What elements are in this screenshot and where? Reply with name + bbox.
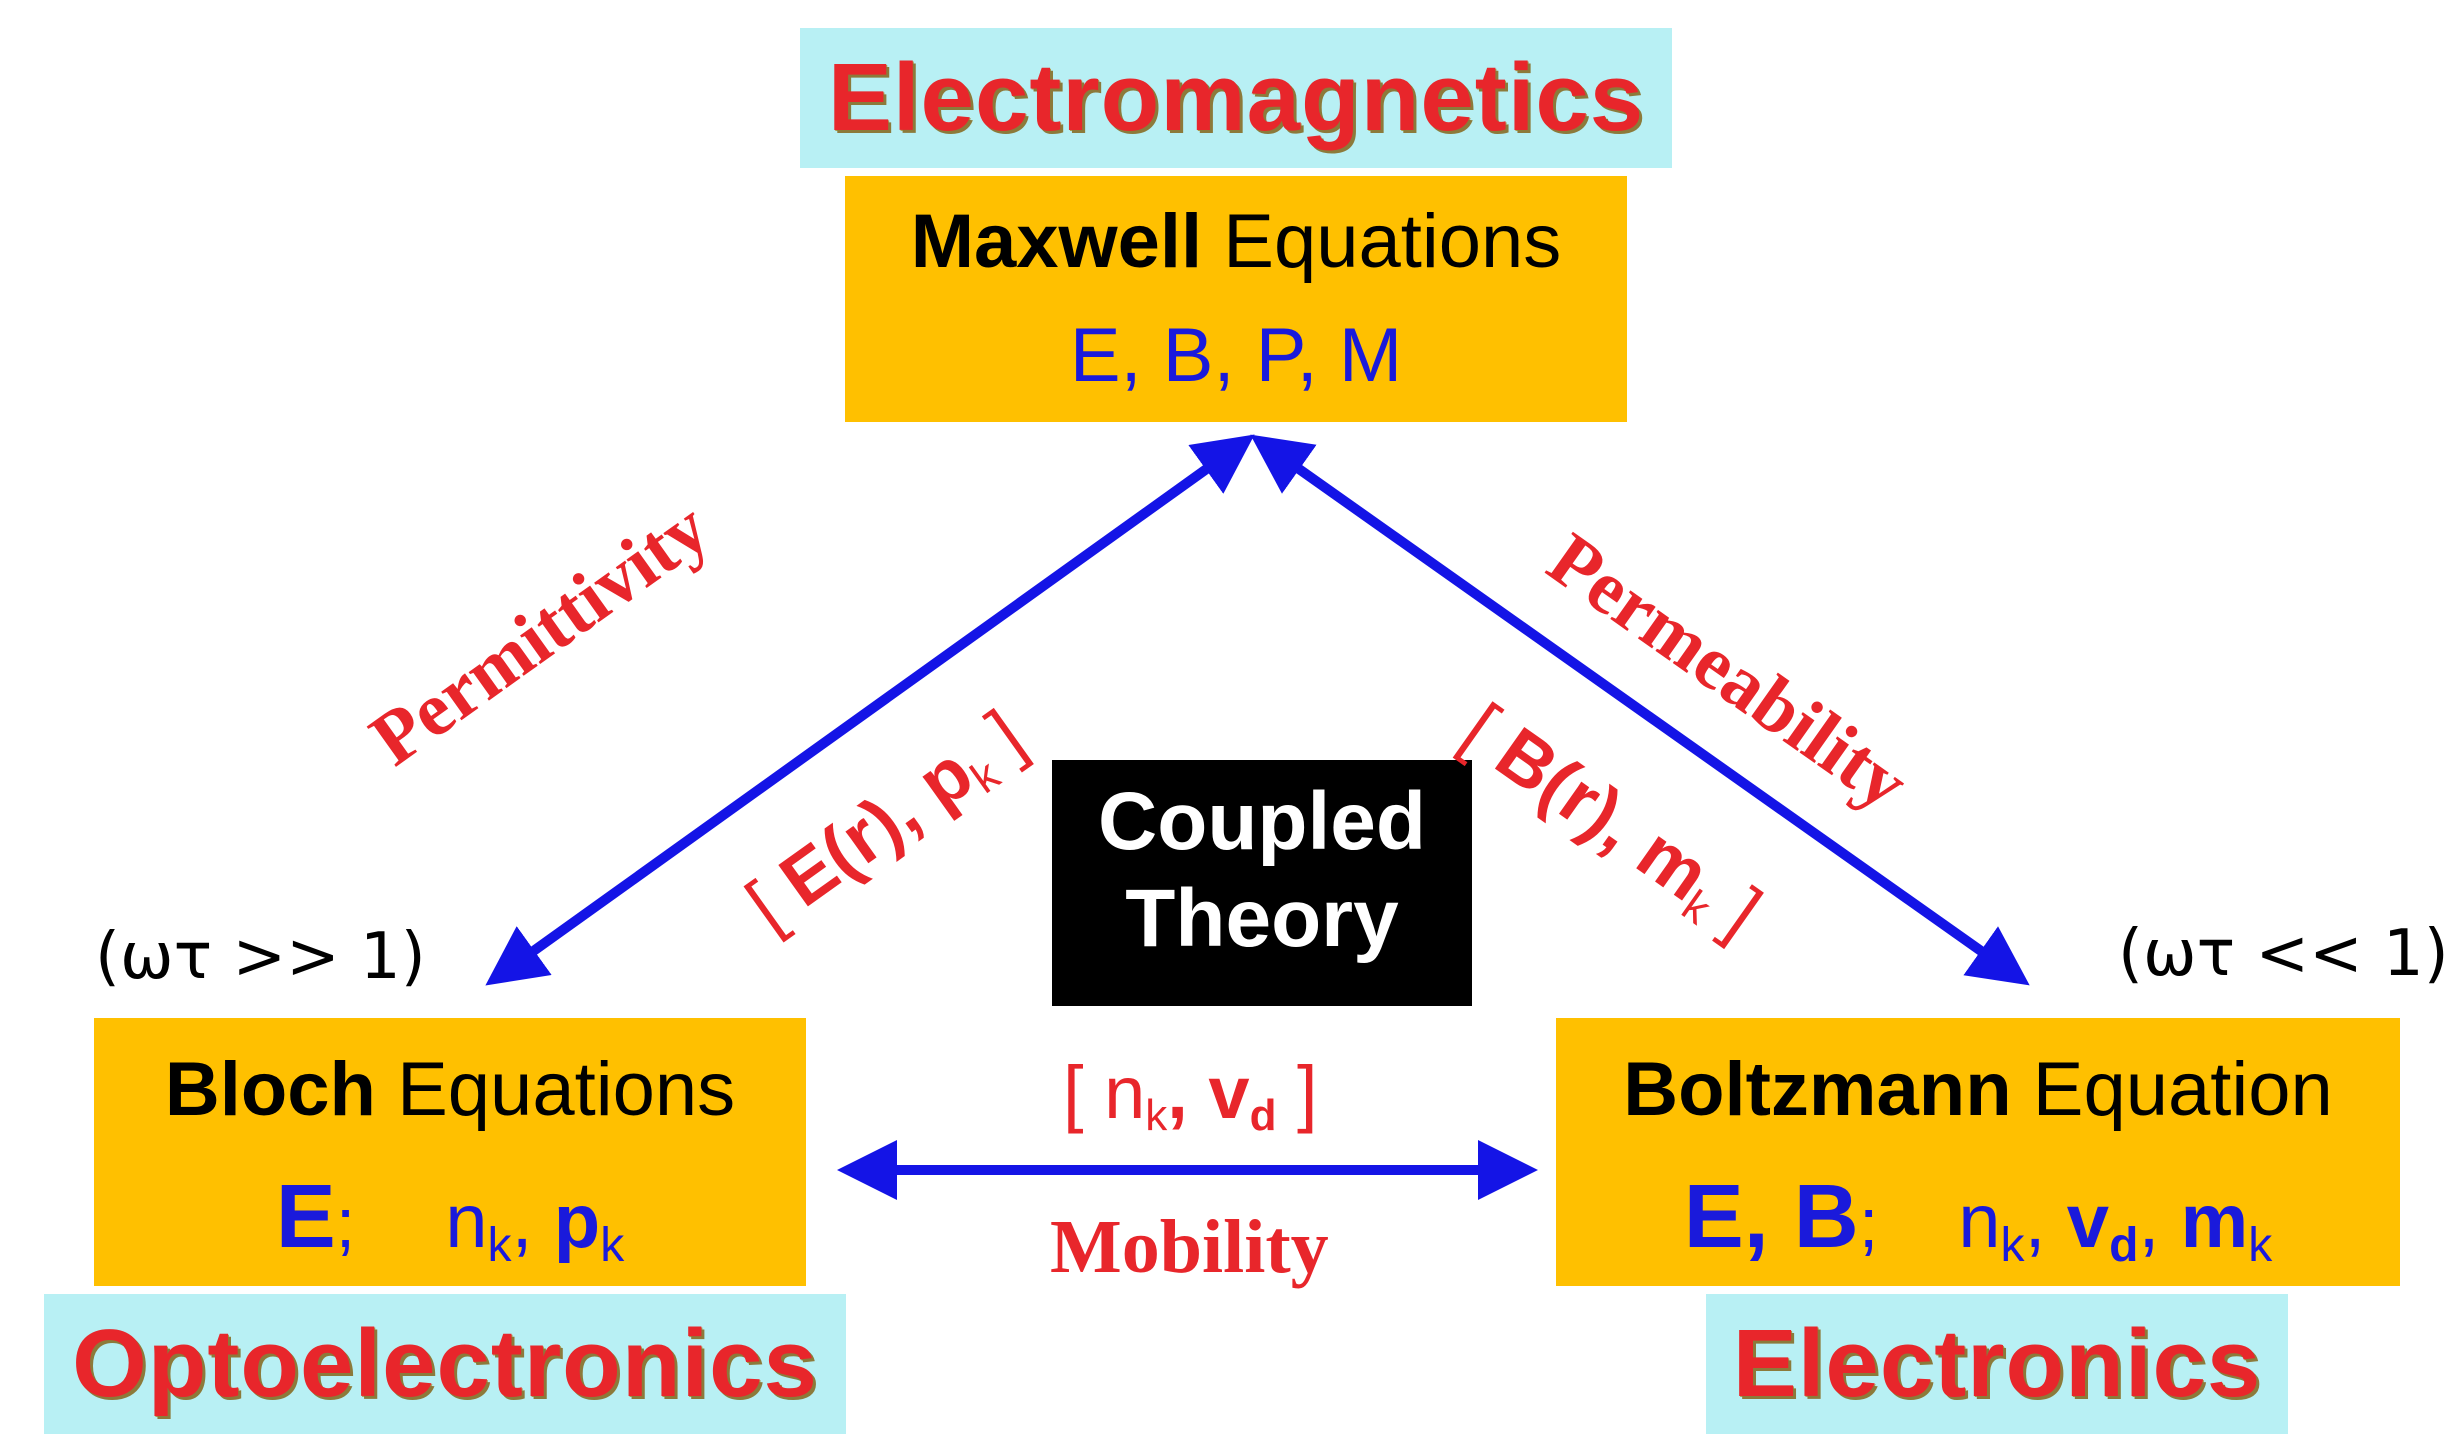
mobility-label: Mobility xyxy=(1050,1205,1329,1289)
bloch-title: Bloch Equations xyxy=(164,1047,736,1132)
maxwell-vars: E, B, P, M xyxy=(1069,313,1403,398)
condition-right: (ωτ << 1) xyxy=(2118,917,2449,991)
permittivity-arrow xyxy=(485,434,1255,986)
electronics-label: Electronics xyxy=(1706,1294,2288,1434)
boltzmann-vars: E, B;nk, vd, mk xyxy=(1683,1167,2273,1272)
optoelectronics-text: Optoelectronics xyxy=(72,1310,818,1417)
coupled-theory-box: Coupled Theory xyxy=(1052,760,1472,1006)
mobility-variables: [ nk, vd ] xyxy=(1063,1051,1318,1140)
coupled-line1: Coupled xyxy=(1098,776,1426,867)
electronics-text: Electronics xyxy=(1732,1310,2262,1417)
bloch-vars: E;nk, pk xyxy=(275,1167,625,1272)
permeability-arrow xyxy=(1250,434,2030,986)
boltzmann-box: Boltzmann Equation E, B;nk, vd, mk xyxy=(1556,1018,2400,1286)
maxwell-box: Maxwell Equations E, B, P, M xyxy=(845,176,1627,422)
electromagnetics-text: Electromagnetics xyxy=(827,44,1645,151)
bloch-box: Bloch Equations E;nk, pk xyxy=(94,1018,806,1286)
optoelectronics-label: Optoelectronics xyxy=(44,1294,846,1434)
maxwell-title: Maxwell Equations xyxy=(910,199,1562,284)
condition-left: (ωτ >> 1) xyxy=(95,920,426,994)
coupled-line2: Theory xyxy=(1125,872,1399,964)
boltzmann-title: Boltzmann Equation xyxy=(1623,1047,2333,1132)
electromagnetics-label: Electromagnetics xyxy=(800,28,1672,168)
